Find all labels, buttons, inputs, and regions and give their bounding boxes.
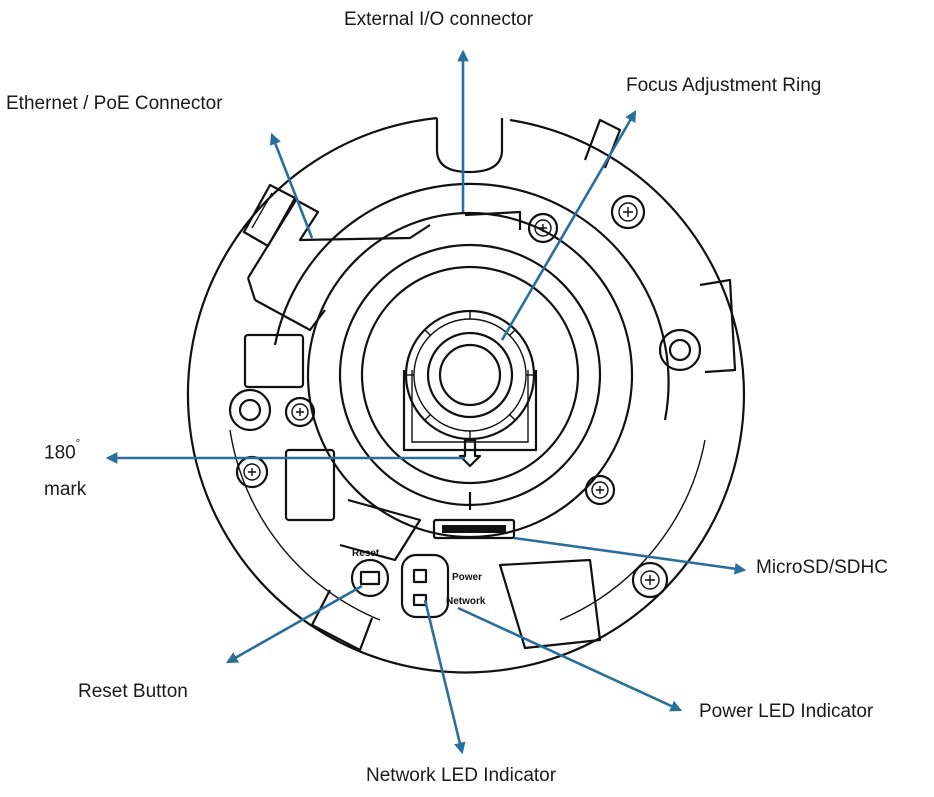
label-180-mark: mark [44, 479, 87, 500]
led-window [400, 553, 450, 619]
bottom-left-tab [310, 589, 374, 652]
screw-holes [228, 328, 702, 432]
device-print-power: Power [452, 572, 482, 583]
microsd-slot [432, 518, 516, 540]
inner-housing-ring [273, 182, 670, 421]
label-180-number: 180 [44, 442, 76, 464]
gimbal-outer [306, 211, 634, 539]
gimbal-inner [360, 265, 580, 485]
arrow-power-led [457, 606, 683, 712]
reset-button[interactable] [350, 558, 390, 598]
top-notch [435, 118, 504, 174]
lens-assembly [306, 211, 634, 539]
power-led [412, 568, 428, 584]
lower-right-panel [498, 558, 602, 650]
lower-connector-block [284, 448, 336, 522]
device-print-network: Network [446, 596, 486, 607]
arrow-reset-button [225, 584, 363, 664]
label-ethernet-poe: Ethernet / PoE Connector [6, 93, 223, 114]
arrow-focus-ring [500, 109, 637, 341]
label-180-value: 180° [44, 439, 80, 464]
lower-left-panel [339, 498, 422, 562]
outer-housing-ring [186, 116, 746, 674]
arrow-network-led [423, 599, 466, 755]
housing [186, 116, 746, 674]
device-print-reset: Reset [352, 548, 380, 559]
label-external-io: External I/O connector [344, 9, 534, 30]
ethernet-poe-connector [242, 183, 431, 332]
label-microsd: MicroSD/SDHC [756, 557, 888, 578]
side-connector-block [243, 333, 305, 389]
label-network-led: Network LED Indicator [366, 765, 557, 786]
label-power-led: Power LED Indicator [699, 701, 874, 722]
arrow-ethernet-poe [269, 132, 314, 239]
arrow-microsd [513, 536, 747, 575]
callout-arrows [105, 49, 747, 755]
180-mark-arrow [458, 438, 482, 468]
network-led [412, 593, 428, 607]
right-side-tab [699, 278, 737, 374]
mounting-screws [235, 194, 669, 599]
degree-symbol: ° [75, 438, 81, 450]
lens-glass [438, 343, 502, 407]
label-reset-button: Reset Button [78, 681, 188, 702]
label-focus-ring: Focus Adjustment Ring [626, 75, 822, 96]
